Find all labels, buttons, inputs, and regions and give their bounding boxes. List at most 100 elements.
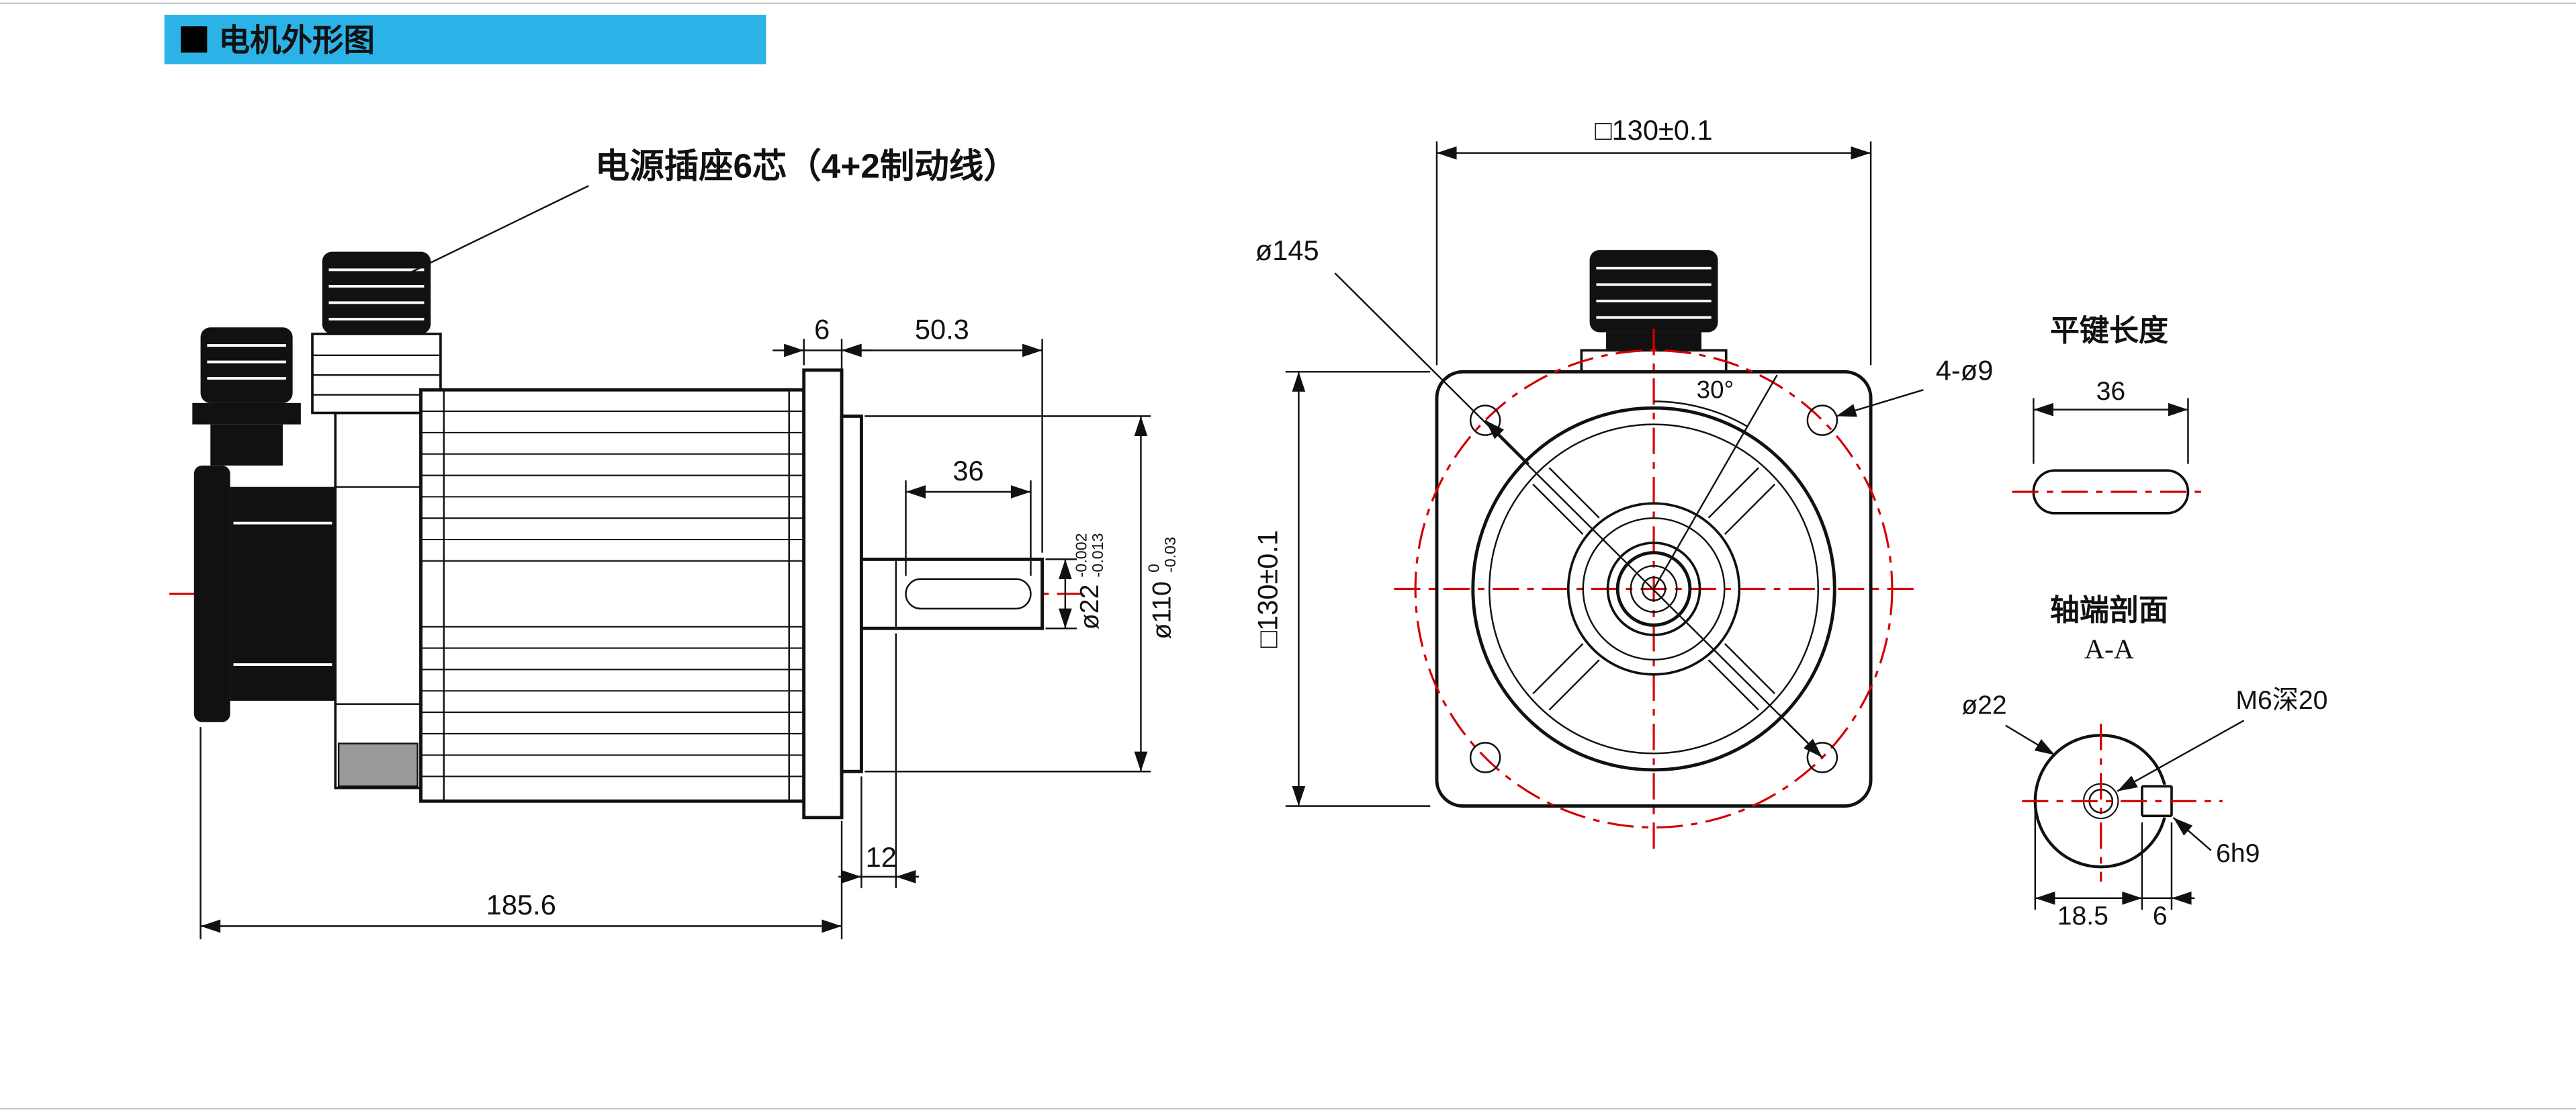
cooling-fins <box>420 411 804 777</box>
mounting-hole <box>1469 742 1501 773</box>
angle-line <box>1652 374 1778 590</box>
spoke-line <box>1532 643 1584 695</box>
spigot-boss <box>840 414 863 773</box>
tolerance-lower: -0.013 <box>1089 533 1106 577</box>
leader-line <box>2117 720 2245 792</box>
dim-text: □130±0.1 <box>1252 530 1284 648</box>
spoke-line <box>1724 483 1776 536</box>
dim-mounting-holes: 4-ø9 <box>1836 355 1993 417</box>
page-header: 电机外形图 <box>164 15 766 65</box>
tolerance-lower: -0.03 <box>1161 537 1179 572</box>
dim-text: 36 <box>2096 377 2126 406</box>
key-view-title: 平键长度 <box>2050 314 2168 347</box>
angle-text: 30° <box>1697 376 1734 403</box>
mounting-hole <box>1806 742 1838 773</box>
front-view: 30° ø145 4-ø9 □130±0.1 □130±0.1 <box>1252 114 1993 849</box>
dim-text: ø145 <box>1255 234 1319 266</box>
dim-text: 185.6 <box>486 889 556 921</box>
dim-text-rotated: □130±0.1 <box>1252 530 1284 648</box>
dim-shaft-dia: ø22 -0.002 -0.013 <box>1045 533 1106 630</box>
section-title: 轴端剖面 <box>2050 594 2168 627</box>
spoke-line <box>1724 643 1776 695</box>
bearing-circle <box>1606 542 1701 636</box>
center-hole-circle <box>1641 576 1667 601</box>
boss-circle <box>1471 406 1836 772</box>
housing-base-block <box>337 742 418 787</box>
dim-text: ø110 <box>1148 581 1177 639</box>
rear-housing <box>334 411 423 789</box>
spoke-line <box>1548 659 1600 711</box>
spoke-line <box>1707 467 1759 519</box>
dim-total-length: 185.6 <box>199 727 843 939</box>
encoder-connector-body <box>200 327 293 403</box>
dim-spigot-dia: ø110 0 -0.03 <box>864 415 1179 773</box>
dim-text-rotated: ø110 0 -0.03 <box>1145 537 1178 639</box>
hub-inner-circle <box>1582 517 1726 660</box>
dim-text: 36 <box>952 455 983 486</box>
casting-spokes <box>1532 467 1776 711</box>
dim-text: 12 <box>866 841 897 873</box>
tolerance-upper: 0 <box>1145 564 1162 572</box>
leader-line <box>1836 389 1924 417</box>
leader-line <box>2172 816 2212 851</box>
dim-arrow <box>1778 713 1823 759</box>
spoke-line <box>1548 467 1600 519</box>
hub-circle <box>1566 502 1741 676</box>
dim-section-shaft-dia: ø22 <box>1961 691 2055 756</box>
dim-shaft-length: 50.3 <box>842 313 1043 553</box>
pitch-circle <box>1414 349 1894 829</box>
power-connector <box>311 251 442 415</box>
mounting-hole <box>1469 404 1501 436</box>
header-bar <box>164 15 766 65</box>
spoke-line <box>1707 659 1759 711</box>
dim-keyway-position: 18.5 6 <box>2034 809 2195 931</box>
dim-text: 50.3 <box>915 313 969 345</box>
flange <box>802 368 844 820</box>
dim-text: 6 <box>2153 902 2168 931</box>
dim-arrow <box>1484 419 1529 465</box>
dim-step-length: 12 <box>838 633 920 889</box>
side-view: 电源插座6芯（4+2制动线） <box>169 146 1179 939</box>
dim-text: 18.5 <box>2057 902 2108 931</box>
dim-flange-height: □130±0.1 <box>1252 371 1431 807</box>
angle-arc <box>1654 400 1748 427</box>
keyway-slot <box>905 578 1032 610</box>
shaft-circle <box>1615 551 1692 627</box>
page-title: 电机外形图 <box>218 23 374 58</box>
section-label: A-A <box>2084 634 2134 665</box>
shaft-inner-circle <box>1630 564 1678 613</box>
motor-body <box>419 388 806 803</box>
encoder-connector-base <box>192 402 301 425</box>
leader-line <box>1334 272 1823 759</box>
boss-inner-circle <box>1489 423 1819 755</box>
dim-text: M6深20 <box>2235 686 2327 715</box>
dim-keyway-width: 6h9 <box>2172 816 2260 868</box>
leader-line <box>2005 724 2055 756</box>
power-connector-mount <box>311 333 442 415</box>
dim-text-rotated: ø22 -0.002 -0.013 <box>1073 533 1106 630</box>
dim-key-length-detail: 36 <box>2033 377 2189 464</box>
encoder-housing-dark <box>230 486 336 701</box>
dim-key-length: 36 <box>905 455 1032 576</box>
angle-annotation: 30° <box>1652 374 1778 590</box>
front-connector-body <box>1589 250 1718 333</box>
dim-text: □130±0.1 <box>1595 114 1712 146</box>
dim-tapped-hole: M6深20 <box>2117 686 2327 792</box>
dim-text: 6h9 <box>2216 839 2260 868</box>
dim-flange-width: □130±0.1 <box>1435 114 1872 366</box>
dim-text: ø22 <box>1075 585 1104 630</box>
key-length-view: 平键长度 36 <box>2012 314 2210 515</box>
connector-callout-leader <box>408 185 589 274</box>
mounting-hole <box>1806 404 1838 436</box>
header-square-icon <box>181 26 208 53</box>
tolerance-upper: -0.002 <box>1073 533 1090 577</box>
shaft-section-view: 轴端剖面 A-A ø22 M6深20 6h9 <box>1961 594 2327 931</box>
spoke-line <box>1532 483 1584 536</box>
dim-text: 6 <box>814 313 830 345</box>
rear-end-cap <box>193 465 230 722</box>
dim-pitch-circle: ø145 <box>1255 234 1823 759</box>
dim-text: ø22 <box>1961 691 2006 720</box>
connector-callout-label: 电源插座6芯（4+2制动线） <box>595 146 1018 185</box>
